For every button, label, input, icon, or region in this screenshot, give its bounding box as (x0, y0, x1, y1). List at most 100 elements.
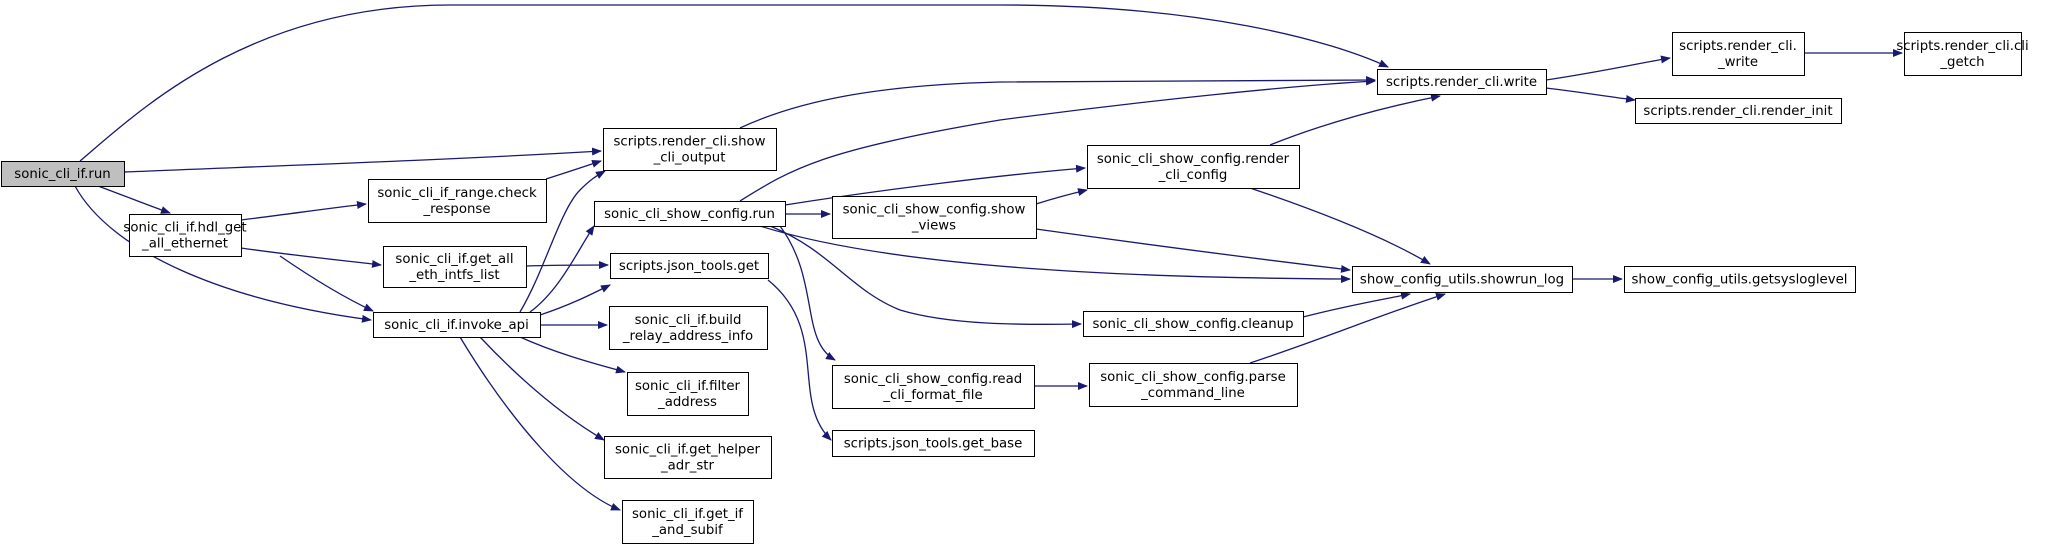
edge-line (279, 255, 374, 312)
node-label-line: sonic_cli_show_config.parse (1100, 370, 1286, 385)
edge-get_all_eth-to-json_get (525, 261, 609, 270)
edge-line (1035, 188, 1088, 205)
node-box (1377, 69, 1547, 95)
node-build-relay[interactable]: sonic_cli_if.build_relay_address_info (609, 306, 768, 350)
node-box (832, 430, 1035, 457)
node-hdl[interactable]: sonic_cli_if.hdl_get_all_ethernet (123, 214, 247, 257)
edge-line (519, 336, 626, 374)
node-get-all-eth[interactable]: sonic_cli_if.get_all_eth_intfs_list (383, 246, 527, 288)
edge-line (74, 185, 372, 323)
edge-line (97, 185, 171, 214)
node-render-cfg[interactable]: sonic_cli_show_config.render_cli_config (1087, 145, 1300, 189)
edge-line (123, 147, 602, 173)
edge-scr_run-to-showrun_log (759, 225, 1351, 283)
node-label-line: sonic_cli_if.invoke_api (384, 318, 529, 333)
node-getch[interactable]: scripts.render_cli.cli_getch (1896, 32, 2029, 76)
edge-line (545, 160, 602, 180)
node-label-line: sonic_cli_show_config.show (843, 203, 1026, 218)
node-label-line: show_config_utils.showrun_log (1360, 273, 1564, 288)
node-box (1087, 145, 1300, 189)
edge-run-to-invoke (74, 185, 372, 323)
edge-line (739, 77, 1376, 202)
node-if-subif[interactable]: sonic_cli_if.get_if_and_subif (622, 500, 754, 544)
node-box (609, 306, 768, 350)
edge-show_out-to-rc_write (739, 76, 1376, 129)
node-cleanup[interactable]: sonic_cli_show_config.cleanup (1083, 311, 1304, 337)
node-label-line: scripts.render_cli. (1679, 39, 1797, 54)
edge-line (529, 225, 595, 313)
edge-line (79, 4, 1389, 162)
node-box (1624, 266, 1856, 293)
edge-invoke-to-scr_run (529, 225, 595, 313)
edge-invoke-to-helper (479, 336, 605, 441)
edge-line (779, 225, 836, 361)
node-rc-uwrite[interactable]: scripts.render_cli._write (1672, 32, 1805, 76)
edge-scr_run-to-rc_write (739, 77, 1376, 202)
edge-line (240, 201, 367, 221)
edge-parse_cmd-to-showrun_log (1249, 292, 1446, 364)
node-rc-write[interactable]: scripts.render_cli.write (1377, 69, 1547, 95)
node-run[interactable]: sonic_cli_if.run (1, 161, 125, 187)
node-box (368, 179, 547, 223)
node-box (1083, 311, 1304, 337)
node-box (832, 196, 1037, 239)
edge-invoke-to-show_out (519, 170, 606, 313)
node-json-get[interactable]: scripts.json_tools.get (610, 253, 769, 279)
node-get-base[interactable]: scripts.json_tools.get_base (832, 430, 1035, 457)
node-label-line: _response (422, 202, 490, 217)
node-box (627, 372, 749, 416)
edge-hdl-to-invoke (279, 255, 374, 312)
edge-cleanup-to-showrun_log (1302, 291, 1411, 318)
node-sysloglevel[interactable]: show_config_utils.getsysloglevel (1624, 266, 1856, 293)
node-label-line: sonic_cli_if.get_if (632, 507, 743, 522)
edge-invoke-to-if_subif (459, 336, 621, 511)
edge-line (479, 336, 605, 441)
edge-line (1269, 93, 1441, 146)
node-box (604, 436, 772, 479)
node-box (129, 214, 242, 257)
edge-line (767, 279, 832, 441)
edge-line (1249, 187, 1431, 265)
node-label-line: sonic_cli_show_config.read (844, 372, 1022, 387)
node-filter[interactable]: sonic_cli_if.filter_address (627, 372, 749, 416)
node-parse-cmd[interactable]: sonic_cli_show_config.parse_command_line (1089, 363, 1298, 407)
node-box (1672, 32, 1805, 76)
node-render-init[interactable]: scripts.render_cli.render_init (1635, 98, 1842, 124)
node-label-line: _adr_str (660, 459, 714, 474)
node-label-line: sonic_cli_if.run (14, 167, 110, 182)
node-showrun-log[interactable]: show_config_utils.showrun_log (1352, 266, 1573, 293)
node-label-line: scripts.render_cli.show (613, 135, 765, 150)
node-label-line: sonic_cli_if.get_helper (615, 443, 761, 458)
edge-show_views-to-render_cfg (1035, 188, 1088, 205)
edge-line (769, 225, 1082, 329)
node-box (1, 161, 125, 187)
node-label-line: _cli_format_file (882, 388, 982, 403)
node-label-line: sonic_cli_show_config.render (1097, 152, 1290, 167)
node-invoke[interactable]: sonic_cli_if.invoke_api (373, 312, 541, 338)
node-label-line: scripts.render_cli.write (1386, 75, 1537, 90)
node-read-fmt[interactable]: sonic_cli_show_config.read_cli_format_fi… (832, 365, 1035, 409)
node-label-line: _write (1717, 55, 1758, 70)
node-label-line: scripts.render_cli.cli (1896, 39, 2028, 54)
node-label-line: _command_line (1140, 386, 1245, 401)
edge-render_cfg-to-showrun_log (1249, 187, 1431, 265)
node-range-check[interactable]: sonic_cli_if_range.check_response (368, 179, 547, 223)
node-label-line: _address (657, 395, 717, 410)
edge-run-to-rc_write (79, 4, 1389, 162)
node-label-line: sonic_cli_show_config.run (604, 207, 775, 222)
node-label-line: sonic_cli_show_config.cleanup (1092, 317, 1293, 332)
edge-line (1545, 55, 1671, 81)
node-helper[interactable]: sonic_cli_if.get_helper_adr_str (604, 436, 772, 479)
node-show-out[interactable]: scripts.render_cli.show_cli_output (603, 128, 777, 171)
node-scr-run[interactable]: sonic_cli_show_config.run (594, 201, 786, 227)
edge-line (525, 261, 609, 270)
node-box (373, 312, 541, 338)
edge-show_views-to-showrun_log (1035, 228, 1351, 273)
node-box (383, 246, 527, 288)
node-show-views[interactable]: sonic_cli_show_config.show_views (832, 196, 1037, 239)
node-label-line: _and_subif (651, 523, 723, 538)
node-box (1635, 98, 1842, 124)
edge-invoke-to-filter (519, 336, 626, 374)
edge-rc_write-to-render_init (1545, 87, 1636, 103)
